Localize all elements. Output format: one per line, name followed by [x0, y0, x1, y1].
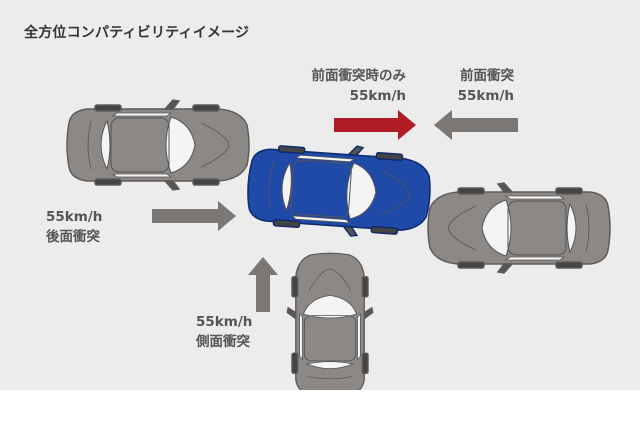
label-front-line1: 前面衝突: [460, 68, 514, 84]
label-side: 55km/h 側面衝突: [196, 312, 252, 352]
arrow-side: [248, 257, 278, 312]
arrow-front-only: [334, 110, 416, 140]
blue-car-subject: [244, 138, 434, 243]
label-front-line2: 55km/h: [457, 88, 514, 104]
arrow-rear: [152, 201, 236, 231]
label-rear-line1: 55km/h: [46, 209, 103, 225]
label-side-line2: 側面衝突: [196, 334, 250, 350]
label-front-only-line2: 55km/h: [349, 88, 406, 104]
collision-scene: [66, 99, 611, 390]
gray-car-side: [286, 252, 374, 390]
label-front-only-line1: 前面衝突時のみ: [311, 68, 407, 84]
diagram-title: 全方位コンパティビリティイメージ: [24, 25, 250, 41]
gray-car-front: [427, 182, 611, 274]
label-side-line1: 55km/h: [196, 314, 253, 330]
gray-car-rear: [66, 99, 250, 191]
label-rear: 55km/h 後面衝突: [46, 207, 102, 247]
label-rear-line2: 後面衝突: [46, 229, 100, 245]
arrow-front: [434, 110, 518, 140]
label-front-only: 前面衝突時のみ 55km/h: [282, 66, 407, 106]
label-front: 前面衝突 55km/h: [430, 66, 514, 106]
